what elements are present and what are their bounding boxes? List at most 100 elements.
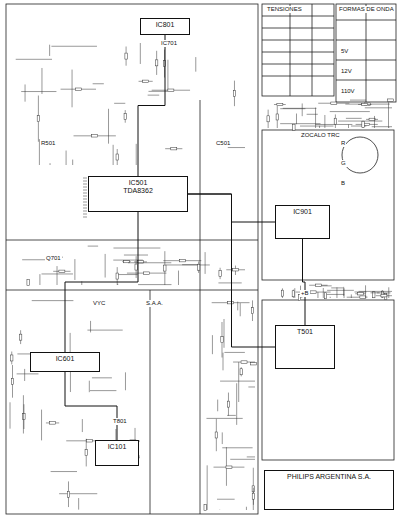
- circuit-wire: [307, 114, 318, 115]
- circuit-wire: [335, 114, 336, 128]
- resistor-symbol: [251, 308, 253, 314]
- resistor-symbol: [23, 414, 25, 420]
- circuit-wire: [89, 381, 90, 392]
- circuit-wire: [12, 365, 13, 398]
- circuit-wire: [92, 377, 112, 378]
- circuit-wire: [241, 367, 242, 376]
- deflection-section: [262, 300, 394, 460]
- ic-box: T501: [275, 325, 335, 369]
- circuit-wire: [114, 103, 125, 104]
- circuit-wire: [72, 70, 73, 108]
- component-label: PHILIPS ARGENTINA S.A.: [268, 473, 390, 481]
- circuit-wire: [374, 116, 375, 128]
- circuit-wire: [222, 432, 223, 444]
- circuit-wire: [280, 123, 320, 124]
- circuit-wire: [277, 106, 278, 128]
- circuit-wire: [233, 362, 255, 363]
- circuit-wire: [86, 439, 87, 467]
- schematic-label: TENSIONES: [266, 6, 303, 13]
- resistor-symbol: [85, 450, 87, 456]
- ic-box: IC601: [30, 352, 100, 372]
- circuit-wire: [317, 292, 318, 298]
- resistor-symbol: [293, 124, 295, 130]
- circuit-wire: [17, 373, 39, 374]
- circuit-wire: [212, 302, 250, 303]
- circuit-wire: [127, 273, 166, 274]
- signal-wire: [65, 212, 138, 352]
- schematic-label: R501: [40, 140, 56, 147]
- circuit-wire: [87, 330, 122, 331]
- circuit-wire: [68, 481, 69, 507]
- component-label: IC901: [279, 208, 326, 216]
- ic-pin: [83, 181, 87, 182]
- circuit-wire: [248, 386, 255, 387]
- circuit-wire: [302, 103, 303, 116]
- circuit-wire: [163, 260, 201, 261]
- circuit-wire: [222, 447, 252, 448]
- circuit-wire: [217, 499, 235, 500]
- signal-wire: [188, 194, 275, 347]
- circuit-wire: [57, 266, 58, 285]
- resistor-symbol: [11, 378, 13, 384]
- circuit-wire: [182, 264, 199, 265]
- circuit-wire: [359, 291, 392, 292]
- circuit-wire: [41, 68, 42, 94]
- circuit-wire: [116, 274, 138, 275]
- circuit-wire: [238, 362, 239, 402]
- circuit-wire: [113, 145, 114, 165]
- circuit-wire: [74, 259, 75, 280]
- resistor-symbol: [125, 53, 127, 59]
- circuit-wire: [315, 124, 352, 125]
- circuit-wire: [217, 400, 218, 412]
- circuit-wire: [10, 402, 11, 428]
- resistor-symbol: [50, 422, 56, 424]
- resistor-symbol: [135, 264, 137, 270]
- circuit-wire: [61, 89, 96, 90]
- resistor-symbol: [331, 102, 337, 104]
- circuit-wire: [348, 124, 349, 128]
- circuit-wire: [74, 135, 116, 136]
- resistor-symbol: [277, 103, 283, 105]
- circuit-wire: [296, 114, 297, 125]
- circuit-wire: [363, 121, 364, 128]
- ic-box: IC801: [140, 18, 190, 35]
- resistor-symbol: [215, 432, 217, 438]
- ic-pin: [83, 193, 87, 194]
- resistor-symbol: [369, 118, 375, 120]
- circuit-wire: [28, 280, 29, 285]
- circuit-wire: [51, 471, 77, 472]
- circuit-wire: [124, 255, 148, 256]
- resistor-symbol: [227, 401, 229, 407]
- table-grid: [336, 4, 396, 102]
- circuit-wire: [82, 419, 83, 432]
- resistor-symbol: [143, 80, 149, 82]
- resistor-symbol: [381, 295, 387, 297]
- resistor-symbol: [315, 284, 321, 286]
- circuit-wire: [88, 246, 98, 247]
- resistor-symbol: [292, 291, 294, 297]
- resistor-symbol: [197, 264, 199, 270]
- circuit-wire: [117, 149, 118, 165]
- circuit-wire: [220, 381, 255, 382]
- circuit-wire: [228, 393, 229, 416]
- circuit-wire: [226, 269, 245, 270]
- resistor-symbol: [240, 369, 242, 375]
- circuit-wire: [16, 59, 52, 60]
- ic-pin: [83, 211, 87, 212]
- circuit-wire: [46, 422, 59, 423]
- circuit-wire: [136, 256, 137, 278]
- resistor-symbol: [360, 296, 366, 298]
- circuit-wire: [78, 498, 79, 510]
- component-label: IC601: [34, 355, 96, 363]
- resistor-symbol: [267, 116, 269, 122]
- circuit-wire: [122, 261, 130, 262]
- circuit-wire: [220, 268, 221, 279]
- schematic-label: Q701: [45, 255, 62, 262]
- circuit-wire: [331, 287, 343, 288]
- circuit-wire: [72, 160, 73, 165]
- circuit-wire: [240, 303, 241, 316]
- circuit-wire: [246, 507, 247, 510]
- circuit-wire: [207, 465, 208, 510]
- circuit-wire: [214, 467, 245, 468]
- circuit-wire: [166, 264, 210, 265]
